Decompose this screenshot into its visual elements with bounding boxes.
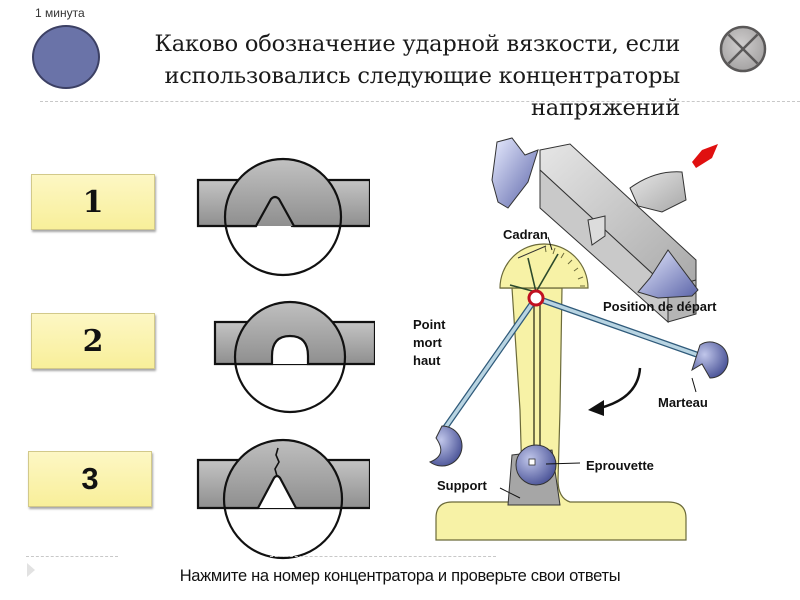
footer-instruction: Нажмите на номер концентратора и проверь… bbox=[179, 567, 621, 585]
timer-indicator bbox=[32, 25, 100, 89]
notch-3-label: 3 bbox=[81, 461, 99, 496]
specimen-closeup bbox=[491, 137, 718, 324]
footer-divider-left bbox=[26, 556, 118, 557]
label-support: Support bbox=[437, 478, 487, 493]
title-divider bbox=[40, 101, 800, 102]
label-specimen: Eprouvette bbox=[586, 458, 654, 473]
notch-2-label: 2 bbox=[82, 323, 104, 359]
impact-arrow-icon bbox=[692, 144, 718, 168]
pivot-icon bbox=[527, 289, 545, 307]
question-title: Каково обозначение ударной вязкости, есл… bbox=[154, 31, 681, 121]
notch-1-label: 1 bbox=[82, 184, 104, 220]
crack-notch-diagram bbox=[196, 438, 370, 560]
u-notch-diagram bbox=[213, 300, 375, 414]
label-start-position: Position de départ bbox=[603, 299, 717, 314]
play-marker-icon bbox=[27, 563, 35, 577]
swing-arrow-icon bbox=[588, 400, 604, 416]
charpy-machine-illustration bbox=[428, 137, 729, 541]
notch-2-button[interactable]: 2 bbox=[31, 313, 155, 369]
dial-icon bbox=[499, 243, 589, 289]
notch-1-button[interactable]: 1 bbox=[31, 174, 155, 230]
hammer-icon bbox=[691, 341, 729, 379]
footer-divider-right bbox=[270, 556, 496, 557]
label-top-dead-point: Point mort haut bbox=[413, 317, 446, 368]
specimen-hammer-icon bbox=[515, 444, 557, 486]
label-hammer: Marteau bbox=[658, 395, 708, 410]
v-notch-diagram bbox=[196, 157, 370, 277]
close-button[interactable] bbox=[718, 24, 768, 74]
machine-frame bbox=[435, 287, 687, 541]
close-x-circle-icon bbox=[719, 25, 767, 73]
timer-label: 1 минута bbox=[35, 6, 85, 20]
notch-3-button[interactable]: 3 bbox=[28, 451, 152, 507]
hammer-top-icon bbox=[428, 425, 463, 467]
label-dial: Cadran bbox=[503, 227, 548, 242]
